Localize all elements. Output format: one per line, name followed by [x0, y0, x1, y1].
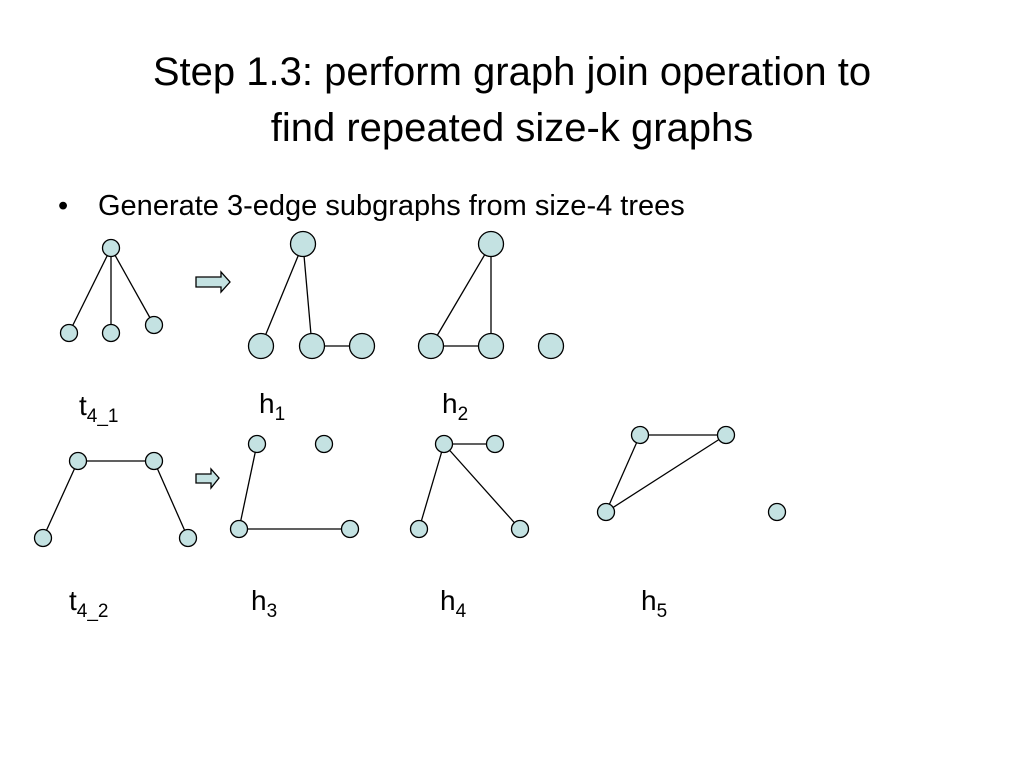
graph-node [409, 519, 429, 539]
graph-node [314, 434, 334, 454]
graph-edge [153, 460, 189, 539]
graph-node [247, 332, 275, 360]
title-line-1: Step 1.3: perform graph join operation t… [152, 50, 872, 94]
graph-h2 [417, 230, 565, 360]
graph-node [59, 323, 79, 343]
graph-edge [42, 460, 79, 539]
graph-node [101, 323, 121, 343]
graph-node [33, 528, 53, 548]
right-arrow-icon [195, 270, 231, 294]
label-t4-1: t4_1 [79, 390, 119, 427]
title-line-2: find repeated size-k graphs [270, 106, 754, 150]
graph-edge [238, 443, 258, 530]
graph-node [630, 425, 650, 445]
graph-node [485, 434, 505, 454]
graph-node [434, 434, 454, 454]
graph-edge [605, 434, 641, 513]
graph-node [144, 451, 164, 471]
graph-h4 [409, 434, 530, 539]
graph-node [340, 519, 360, 539]
graph-t4-1 [59, 238, 164, 343]
graph-node [247, 434, 267, 454]
bullet-item: • Generate 3-edge subgraphs from size-4 t… [58, 188, 685, 224]
graph-node [537, 332, 565, 360]
graph-node [289, 230, 317, 258]
slide-title: Step 1.3: perform graph join operation t… [0, 44, 1024, 156]
graph-edge [443, 443, 521, 530]
graph-node [68, 451, 88, 471]
graph-node [596, 502, 616, 522]
label-h5: h5 [641, 585, 668, 622]
graph-node [716, 425, 736, 445]
graph-node [767, 502, 787, 522]
label-h4: h4 [440, 585, 467, 622]
graph-h3 [229, 434, 360, 539]
bullet-text: Generate 3-edge subgraphs from size-4 tr… [98, 190, 685, 222]
graph-node [101, 238, 121, 258]
graph-edge [260, 243, 304, 347]
graph-edge [418, 443, 445, 530]
graph-edge [68, 247, 112, 334]
graph-node [348, 332, 376, 360]
graph-edge [605, 434, 727, 513]
graph-node [298, 332, 326, 360]
graph-edge [302, 243, 313, 347]
graph-node [477, 332, 505, 360]
graph-node [229, 519, 249, 539]
graph-node [417, 332, 445, 360]
graph-node [510, 519, 530, 539]
graph-node [144, 315, 164, 335]
right-arrow-icon [195, 467, 220, 490]
graph-node [178, 528, 198, 548]
label-h2: h2 [442, 388, 469, 425]
label-h1: h1 [259, 388, 286, 425]
graph-h5 [596, 425, 787, 522]
bullet-marker: • [58, 190, 69, 222]
graph-node [477, 230, 505, 258]
label-t4-2: t4_2 [69, 585, 109, 622]
label-h3: h3 [251, 585, 278, 622]
graph-edge [110, 247, 155, 326]
graph-h1 [247, 230, 376, 360]
graph-t4-2 [33, 451, 198, 548]
graph-edge [430, 243, 492, 347]
